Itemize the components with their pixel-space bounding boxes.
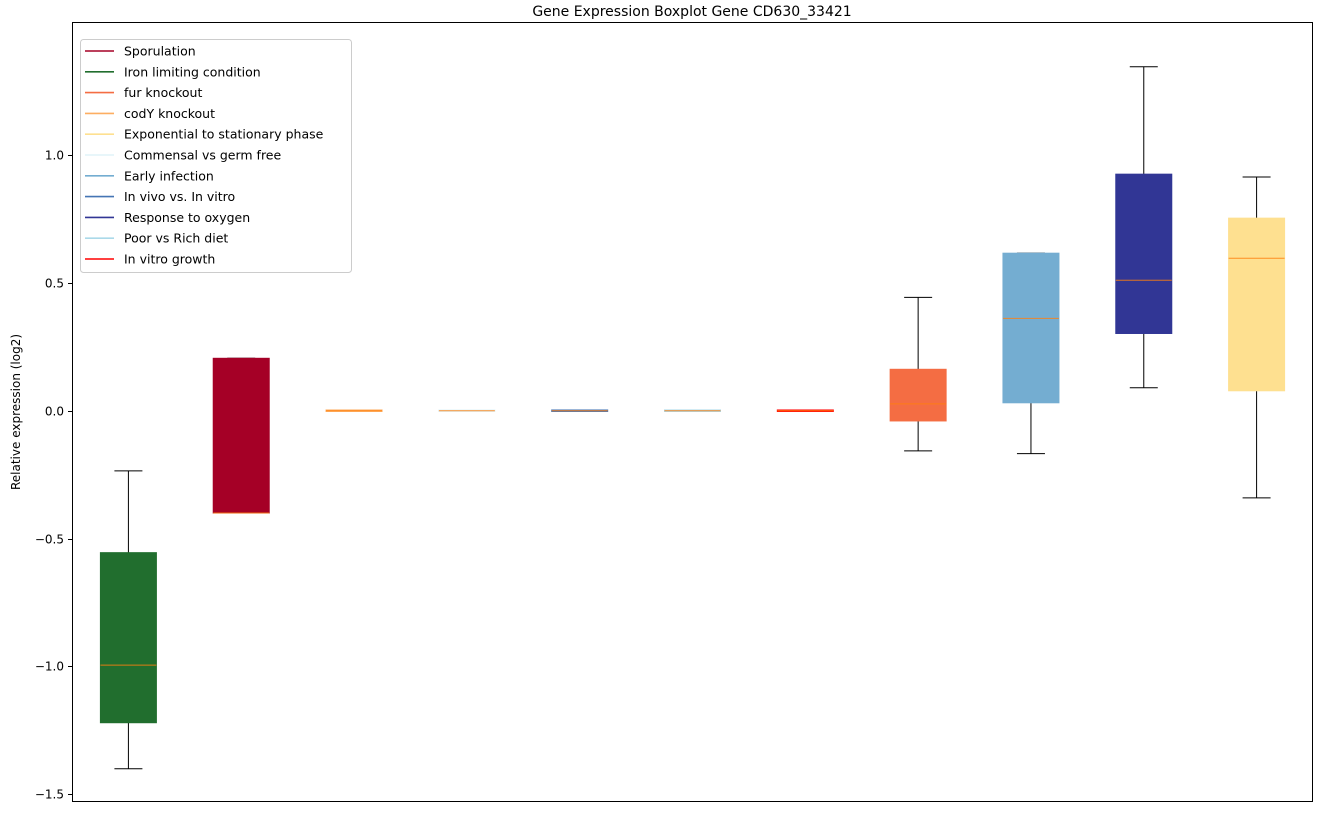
legend-item: In vivo vs. In vitro — [85, 189, 235, 204]
legend-label: fur knockout — [124, 85, 202, 100]
box-6 — [776, 409, 834, 412]
y-axis: −1.5 −1.0 −0.5 0.0 0.5 1.0 — [35, 149, 72, 802]
legend-item: Sporulation — [85, 44, 196, 59]
legend-label: Sporulation — [124, 44, 196, 59]
box-8 — [1002, 252, 1060, 455]
legend-item: Iron limiting condition — [85, 64, 261, 79]
legend-item: Commensal vs germ free — [85, 148, 281, 163]
box-2 — [325, 409, 383, 412]
legend-frame — [80, 39, 352, 273]
box-10 — [1228, 176, 1286, 499]
y-tick-label: −0.5 — [35, 533, 64, 547]
box-3 — [438, 409, 496, 412]
legend-label: Poor vs Rich diet — [124, 231, 228, 246]
chart-title: Gene Expression Boxplot Gene CD630_33421 — [532, 4, 851, 20]
legend-item: fur knockout — [85, 85, 202, 100]
box-body — [212, 357, 270, 514]
legend-item: In vitro growth — [85, 252, 215, 267]
box-body — [1002, 252, 1060, 404]
boxes — [99, 66, 1286, 770]
box-4 — [551, 409, 609, 412]
y-tick-label: 1.0 — [45, 149, 64, 163]
legend-label: Iron limiting condition — [124, 64, 261, 79]
box-1 — [212, 357, 270, 514]
box-5 — [664, 409, 721, 412]
box-body — [99, 552, 157, 724]
box-body — [1115, 173, 1173, 334]
legend-label: Exponential to stationary phase — [124, 127, 324, 142]
y-tick-label: 0.5 — [45, 277, 64, 291]
box-9 — [1115, 66, 1173, 389]
legend-label: In vitro growth — [124, 252, 215, 267]
y-tick-label: −1.0 — [35, 660, 64, 674]
legend-item: codY knockout — [85, 106, 215, 121]
plot-frame — [72, 22, 1313, 802]
legend-label: Commensal vs germ free — [124, 148, 281, 163]
legend-label: Early infection — [124, 168, 214, 183]
y-axis-label: Relative expression (log2) — [9, 334, 23, 490]
box-body — [889, 368, 947, 422]
legend-item: Response to oxygen — [85, 210, 250, 225]
legend-item: Exponential to stationary phase — [85, 127, 324, 142]
legend-item: Poor vs Rich diet — [85, 231, 228, 246]
box-body — [1228, 217, 1286, 392]
legend-label: Response to oxygen — [124, 210, 250, 225]
legend-label: codY knockout — [124, 106, 215, 121]
legend-item: Early infection — [85, 168, 214, 183]
y-tick-label: −1.5 — [35, 788, 64, 802]
y-tick-label: 0.0 — [45, 405, 64, 419]
box-0 — [99, 470, 157, 770]
box-7 — [889, 296, 947, 452]
legend-label: In vivo vs. In vitro — [124, 189, 235, 204]
